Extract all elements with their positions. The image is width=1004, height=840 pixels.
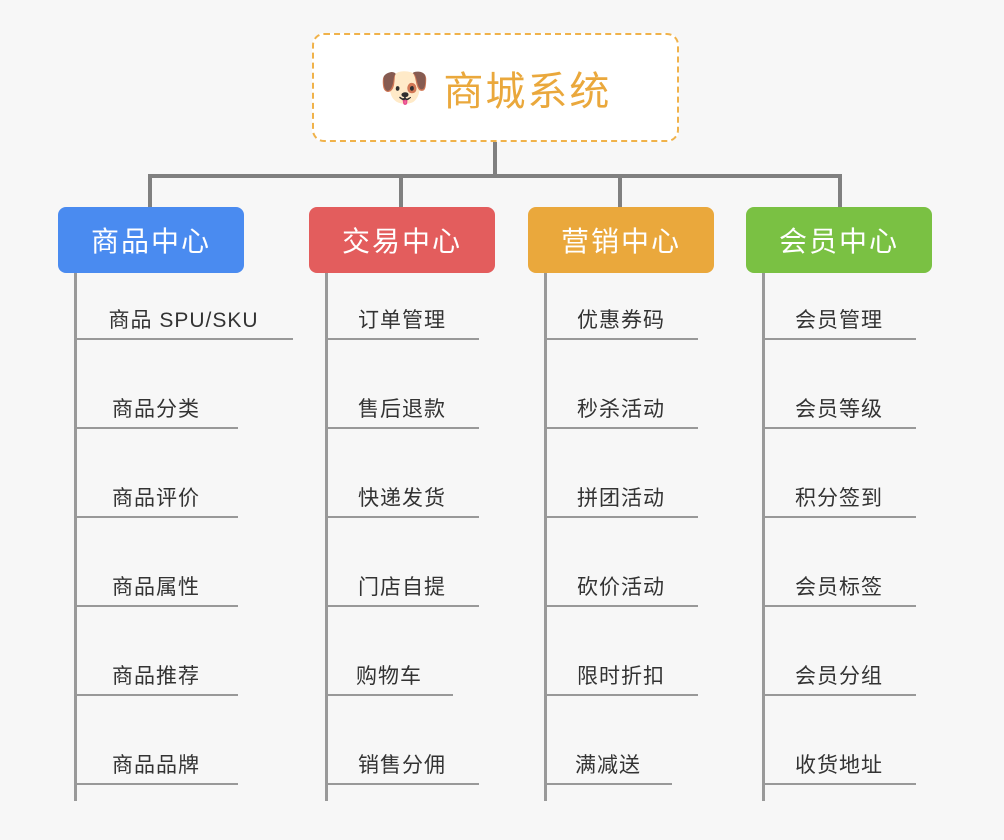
leaf-item-label: 快递发货 [358,487,446,510]
category-header-marketing-center[interactable]: 营销中心 [528,207,714,273]
leaf-item-label: 会员等级 [795,398,883,421]
leaf-item[interactable]: 商品分类 [74,340,238,429]
root-node-title: 商城系统 [443,69,612,114]
leaf-item[interactable]: 商品推荐 [74,607,238,696]
leaf-item[interactable]: 满减送 [544,696,672,785]
leaf-item-label: 积分签到 [795,487,883,510]
leaf-item-label: 售后退款 [358,398,446,421]
leaf-item-label: 销售分佣 [358,754,446,777]
leaf-item-label: 商品属性 [112,576,200,599]
category-header-trade-center[interactable]: 交易中心 [309,207,495,273]
leaf-item[interactable]: 售后退款 [325,340,479,429]
column-trunk-line [74,273,77,801]
connector-drop-product-center [148,174,152,209]
leaf-item-label: 购物车 [356,665,422,688]
leaf-item[interactable]: 门店自提 [325,518,479,607]
connector-drop-member-center [838,174,842,209]
leaf-item[interactable]: 商品品牌 [74,696,238,785]
leaf-item[interactable]: 会员标签 [762,518,916,607]
leaf-item[interactable]: 商品属性 [74,518,238,607]
column-trunk-line [544,273,547,801]
leaf-item-label: 拼团活动 [577,487,665,510]
connector-root-stem [493,142,497,176]
leaf-item[interactable]: 快递发货 [325,429,479,518]
connector-drop-marketing-center [618,174,622,209]
leaf-item-label: 商品分类 [112,398,200,421]
connector-drop-trade-center [399,174,403,209]
column-trunk-line [762,273,765,801]
category-header-label: 商品中心 [90,226,211,257]
root-node-shopping-mall-system[interactable]: 🐶 商城系统 [312,33,679,142]
shiba-dog-face-icon: 🐶 [379,65,430,110]
leaf-item-label: 商品评价 [112,487,200,510]
leaf-item-label: 会员标签 [795,576,883,599]
connector-horizontal-bus [148,174,842,178]
leaf-item[interactable]: 会员等级 [762,340,916,429]
category-header-label: 营销中心 [560,226,681,257]
leaf-item[interactable]: 商品评价 [74,429,238,518]
leaf-item-label: 商品品牌 [112,754,200,777]
leaf-item[interactable]: 会员管理 [762,281,916,340]
column-trunk-line [325,273,328,801]
leaf-item[interactable]: 优惠券码 [544,281,698,340]
leaf-item[interactable]: 积分签到 [762,429,916,518]
category-header-product-center[interactable]: 商品中心 [58,207,244,273]
leaf-item[interactable]: 会员分组 [762,607,916,696]
leaf-item[interactable]: 购物车 [325,607,453,696]
leaf-item-label: 订单管理 [358,309,446,332]
leaf-item-label: 满减送 [575,754,641,777]
leaf-item[interactable]: 商品 SPU/SKU [74,281,293,340]
leaf-item[interactable]: 砍价活动 [544,518,698,607]
leaf-item[interactable]: 秒杀活动 [544,340,698,429]
category-header-label: 会员中心 [778,226,899,257]
leaf-item-label: 会员管理 [795,309,883,332]
leaf-item[interactable]: 订单管理 [325,281,479,340]
leaf-item-label: 限时折扣 [577,665,665,688]
leaf-item-label: 会员分组 [795,665,883,688]
leaf-item-label: 商品 SPU/SKU [108,309,259,332]
leaf-item-label: 砍价活动 [577,576,665,599]
category-header-member-center[interactable]: 会员中心 [746,207,932,273]
leaf-item-label: 商品推荐 [112,665,200,688]
leaf-item-label: 收货地址 [795,754,883,777]
category-header-label: 交易中心 [341,226,462,257]
leaf-item[interactable]: 销售分佣 [325,696,479,785]
leaf-item[interactable]: 拼团活动 [544,429,698,518]
leaf-item[interactable]: 限时折扣 [544,607,698,696]
leaf-item-label: 秒杀活动 [577,398,665,421]
leaf-item-label: 门店自提 [358,576,446,599]
leaf-item[interactable]: 收货地址 [762,696,916,785]
leaf-item-label: 优惠券码 [577,309,665,332]
